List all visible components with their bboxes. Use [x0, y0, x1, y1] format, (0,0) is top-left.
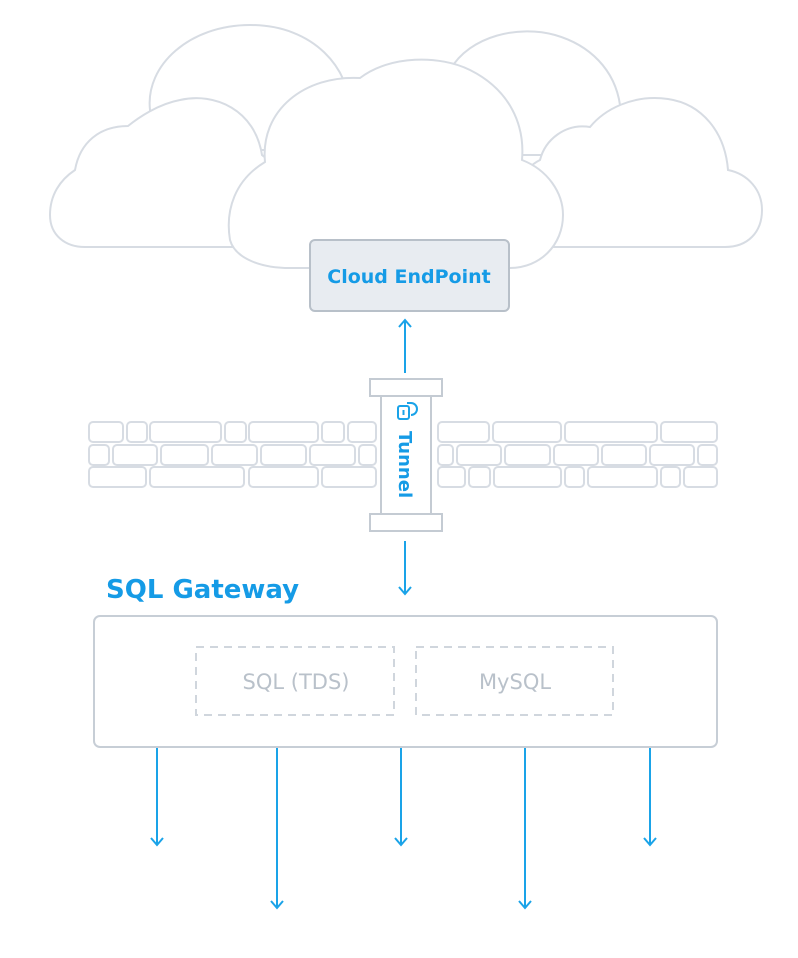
output-arrow-4 — [518, 748, 532, 910]
sql-tds-box[interactable] — [195, 646, 395, 716]
cloud-endpoint-box[interactable] — [309, 239, 510, 312]
output-arrows — [150, 748, 657, 910]
output-arrow-2 — [270, 748, 284, 910]
cloud-endpoint[interactable]: Cloud EndPoint — [309, 239, 510, 312]
firewall-right — [437, 421, 718, 488]
output-arrow-3 — [394, 748, 408, 847]
mysql-box[interactable] — [415, 646, 614, 716]
right-cloud — [512, 97, 764, 248]
sql-tds-label: SQL (TDS) — [243, 670, 350, 694]
tunnel[interactable]: Tunnel — [369, 378, 443, 532]
firewall-left — [88, 421, 377, 488]
tunnel-top-cap — [369, 378, 443, 397]
arrow-to-endpoint — [398, 318, 412, 373]
cloud-endpoint-label: Cloud EndPoint — [327, 266, 490, 288]
output-arrow-5 — [643, 748, 657, 847]
sql-gateway-box[interactable] — [93, 615, 718, 748]
lock-icon — [397, 402, 418, 420]
cloud-cluster — [48, 23, 764, 269]
protocol-sql-tds[interactable]: SQL (TDS) — [195, 646, 395, 716]
tunnel-label: Tunnel — [394, 431, 415, 498]
sql-gateway-title: SQL Gateway — [106, 575, 299, 605]
protocol-mysql[interactable]: MySQL — [415, 646, 614, 716]
arrow-to-gateway — [398, 541, 412, 596]
sql-gateway[interactable]: SQL (TDS) MySQL — [93, 615, 718, 748]
tunnel-bottom-cap — [369, 513, 443, 532]
mysql-label: MySQL — [479, 670, 551, 694]
output-arrow-1 — [150, 748, 164, 847]
main-cloud — [227, 58, 565, 269]
